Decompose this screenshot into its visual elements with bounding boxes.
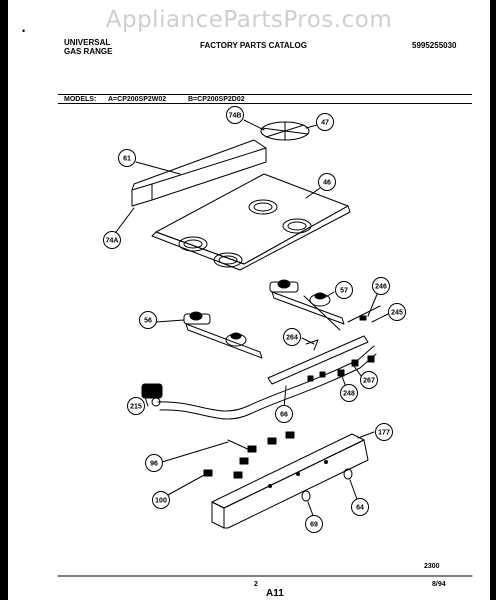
callout-leaders bbox=[115, 119, 389, 519]
svg-text:46: 46 bbox=[323, 180, 331, 187]
callout-66: 66 bbox=[275, 405, 293, 423]
svg-text:47: 47 bbox=[321, 120, 329, 127]
svg-text:96: 96 bbox=[150, 461, 158, 468]
model-b: B=CP200SP2D02 bbox=[188, 96, 245, 103]
catalog-number: 5995255030 bbox=[412, 41, 457, 50]
callout-bubbles: 74B 47 61 46 74A 57 246 245 56 264 267 2… bbox=[103, 106, 406, 533]
models-rule-top bbox=[58, 94, 472, 95]
callout-47: 47 bbox=[316, 113, 334, 131]
svg-text:57: 57 bbox=[340, 288, 348, 295]
brand-line-2: GAS RANGE bbox=[64, 47, 113, 56]
svg-text:100: 100 bbox=[155, 498, 167, 505]
gas-manifold bbox=[157, 335, 377, 420]
model-a: A=CP200SP2W02 bbox=[108, 96, 167, 103]
svg-text:177: 177 bbox=[378, 430, 390, 437]
callout-177: 177 bbox=[375, 423, 393, 441]
control-valves bbox=[203, 431, 295, 479]
fasteners bbox=[301, 468, 353, 502]
watermark: AppliancePartsPros.com bbox=[105, 7, 393, 33]
svg-text:267: 267 bbox=[363, 378, 375, 385]
callout-64: 64 bbox=[351, 498, 369, 516]
svg-text:264: 264 bbox=[286, 335, 298, 342]
page-number: 2 bbox=[254, 581, 258, 588]
svg-text:69: 69 bbox=[310, 522, 318, 529]
svg-text:248: 248 bbox=[343, 391, 355, 398]
burner-assembly-left bbox=[183, 311, 263, 359]
burner-assembly-right bbox=[269, 279, 345, 331]
brand-line-1: UNIVERSAL bbox=[64, 38, 111, 47]
exploded-parts-diagram: 74B 47 61 46 74A 57 246 245 56 264 267 2… bbox=[57, 106, 473, 577]
models-rule-bottom bbox=[58, 103, 472, 104]
date-code: 8/94 bbox=[432, 581, 446, 588]
figure-code: 2300 bbox=[424, 563, 440, 570]
valve-parts bbox=[305, 305, 381, 382]
backguard-panel bbox=[131, 139, 267, 207]
callout-246: 246 bbox=[372, 277, 390, 295]
callout-61: 61 bbox=[118, 149, 136, 167]
bullet-mark: • bbox=[22, 26, 26, 36]
svg-text:74A: 74A bbox=[106, 238, 119, 245]
callout-267: 267 bbox=[360, 371, 378, 389]
callout-264: 264 bbox=[283, 328, 301, 346]
callout-248: 248 bbox=[340, 384, 358, 402]
models-label: MODELS: bbox=[64, 96, 97, 103]
svg-text:215: 215 bbox=[130, 404, 142, 411]
svg-text:245: 245 bbox=[391, 310, 403, 317]
callout-245: 245 bbox=[388, 303, 406, 321]
cooktop bbox=[151, 173, 351, 271]
callout-56: 56 bbox=[139, 311, 157, 329]
pressure-regulator bbox=[141, 383, 163, 407]
callout-69: 69 bbox=[305, 515, 323, 533]
svg-text:74B: 74B bbox=[229, 113, 242, 120]
svg-text:56: 56 bbox=[144, 318, 152, 325]
catalog-title: FACTORY PARTS CATALOG bbox=[200, 41, 307, 50]
burner-grate bbox=[260, 121, 310, 141]
parts-catalog-page: AppliancePartsPros.com • UNIVERSAL GAS R… bbox=[8, 0, 490, 600]
callout-215: 215 bbox=[127, 397, 145, 415]
svg-text:61: 61 bbox=[123, 156, 131, 163]
svg-text:64: 64 bbox=[356, 505, 364, 512]
svg-text:66: 66 bbox=[280, 412, 288, 419]
callout-100: 100 bbox=[152, 491, 170, 509]
callout-74b: 74B bbox=[226, 106, 244, 124]
callout-46: 46 bbox=[318, 173, 336, 191]
callout-57: 57 bbox=[335, 281, 353, 299]
control-panel bbox=[211, 433, 369, 529]
svg-text:246: 246 bbox=[375, 284, 387, 291]
sheet-ref: A11 bbox=[266, 588, 284, 599]
callout-74a: 74A bbox=[103, 231, 121, 249]
callout-96: 96 bbox=[145, 454, 163, 472]
